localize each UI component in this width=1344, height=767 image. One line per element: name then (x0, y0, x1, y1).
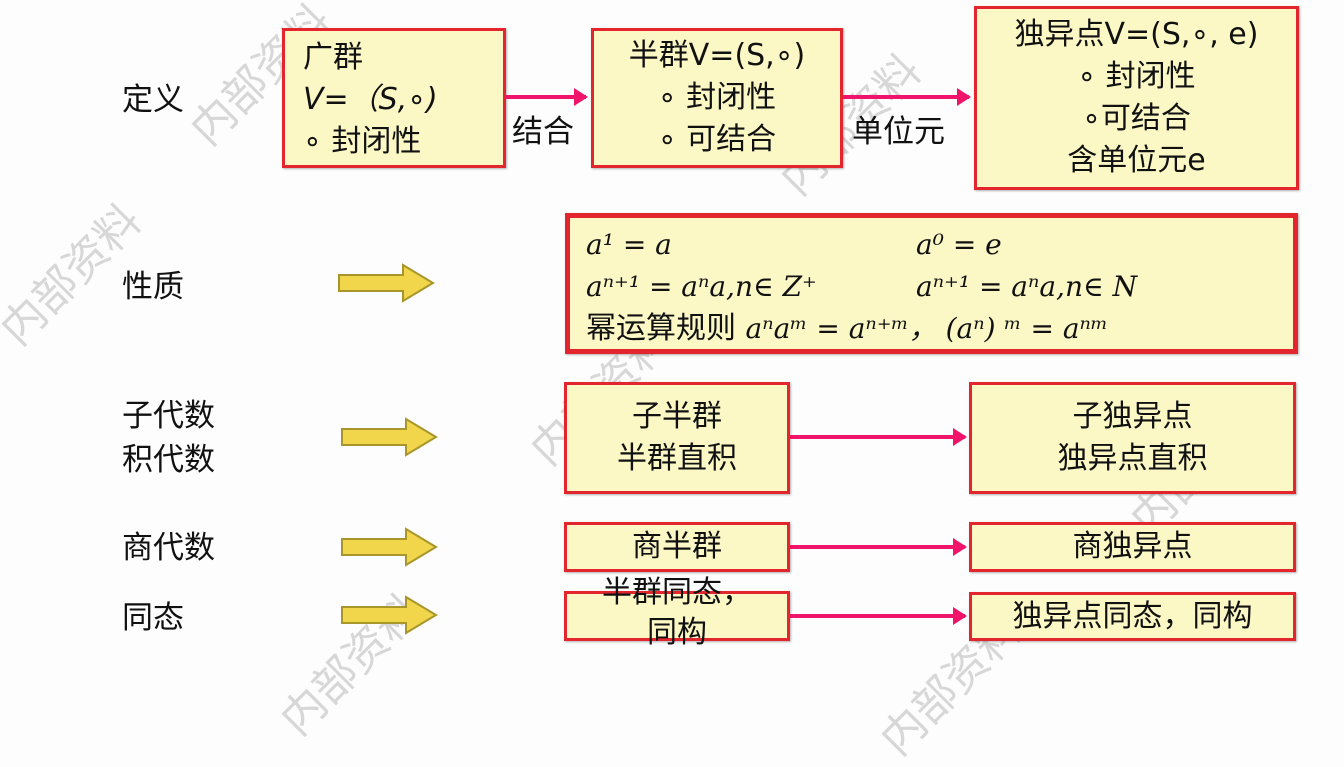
monoid-homomorphism-box: 独异点同态，同构 (969, 592, 1296, 641)
row-label-subalgebra: 子代数 (122, 398, 215, 434)
row-label-definition: 定义 (122, 82, 184, 118)
yellow-arrow-icon (341, 595, 438, 635)
semigroup-title: 半群V=(S,∘) (628, 38, 806, 73)
quotient-semigroup-box: 商半群 (564, 522, 790, 572)
monoid-box: 独异点V=(S,∘, e) ∘ 封闭性 ∘可结合 含单位元e (974, 6, 1299, 190)
quotient-monoid-label: 商独异点 (1072, 529, 1193, 564)
formula-a1: a¹ = a (586, 228, 672, 261)
semigroup-homomorphism-box (564, 591, 790, 641)
row-label-quotient-algebra: 商代数 (122, 530, 215, 566)
sub-arrow (790, 428, 967, 446)
subsemigroup-label: 子半群 (632, 399, 722, 434)
groupoid-box: 广群 V=（S,∘) ∘ 封闭性 (282, 28, 506, 168)
yellow-arrow-icon (341, 527, 438, 567)
groupoid-tuple: V=（S,∘) (303, 82, 438, 117)
monoid-title: 独异点V=(S,∘, e) (1014, 17, 1259, 52)
formula-a0: a⁰ = e (916, 228, 1002, 261)
semigroup-closure: ∘ 封闭性 (657, 80, 777, 115)
submonoid-label: 子独异点 (1072, 399, 1193, 434)
formula-semigroup-power: aⁿ⁺¹ = aⁿa,n∈ Z⁺ (586, 270, 817, 303)
monoid-product-label: 独异点直积 (1057, 441, 1208, 476)
yellow-arrow-icon (338, 263, 435, 303)
formula-monoid-power: aⁿ⁺¹ = aⁿa,n∈ N (916, 270, 1138, 303)
properties-box: a¹ = a a⁰ = e aⁿ⁺¹ = aⁿa,n∈ Z⁺ aⁿ⁺¹ = aⁿ… (565, 213, 1298, 354)
row-label-property: 性质 (122, 269, 184, 305)
power-rule-formula: aⁿaᵐ = aⁿ⁺ᵐ， (aⁿ) ᵐ = aⁿᵐ (745, 312, 1109, 345)
groupoid-closure: ∘ 封闭性 (303, 124, 422, 159)
row-label-homomorphism: 同态 (122, 600, 184, 636)
yellow-arrow-icon (341, 417, 438, 457)
semigroup-homomorphism-text: 半群同态， 同构 (564, 573, 790, 653)
row-label-product-algebra: 积代数 (122, 442, 215, 478)
monoid-associative: ∘可结合 (1082, 101, 1191, 136)
semigroup-box: 半群V=(S,∘) ∘ 封闭性 ∘ 可结合 (591, 28, 843, 168)
quotient-semigroup-label: 商半群 (632, 529, 722, 564)
monoid-closure: ∘ 封闭性 (1077, 59, 1196, 94)
semigroup-isomorphism-label: 同构 (647, 615, 707, 650)
semigroup-associative: ∘ 可结合 (657, 122, 777, 157)
semigroup-product-label: 半群直积 (617, 441, 737, 476)
groupoid-title: 广群 (303, 40, 363, 75)
identity-arrow (843, 88, 971, 106)
identity-label: 单位元 (852, 114, 945, 150)
submonoid-box: 子独异点 独异点直积 (969, 382, 1296, 494)
homomorphism-arrow (790, 607, 967, 625)
power-rule-label: 幂运算规则 (586, 311, 736, 346)
quotient-monoid-box: 商独异点 (969, 522, 1296, 572)
semigroup-homomorphism-label: 半群同态， (602, 575, 752, 610)
quotient-arrow (790, 538, 967, 556)
monoid-identity: 含单位元e (1067, 143, 1206, 178)
monoid-homomorphism-label: 独异点同态，同构 (1012, 598, 1253, 634)
associativity-arrow (506, 88, 588, 106)
associativity-label: 结合 (512, 114, 574, 150)
subsemigroup-box: 子半群 半群直积 (564, 382, 790, 494)
